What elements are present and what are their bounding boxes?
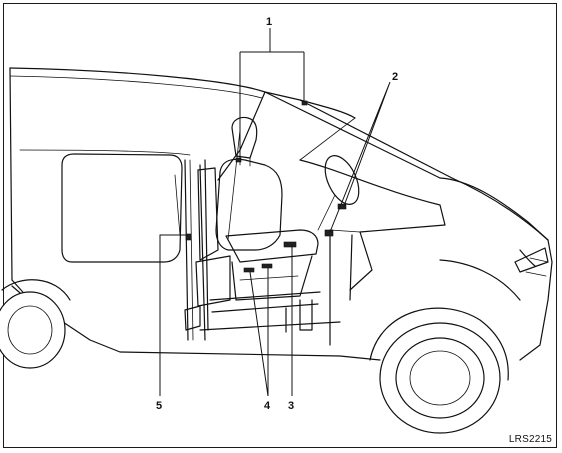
leader-lines	[159, 28, 391, 397]
callout-5: 5	[156, 400, 162, 412]
callout-4: 4	[264, 400, 271, 412]
pretensioner-right	[261, 263, 273, 269]
side-sensor	[185, 233, 192, 241]
driver-airbag-module	[337, 203, 347, 210]
control-unit	[283, 241, 297, 248]
figure-code: LRS2215	[508, 434, 552, 445]
dash-airbag-module	[324, 229, 334, 237]
callout-1: 1	[266, 16, 272, 28]
pretensioner-left	[243, 267, 255, 273]
interior	[174, 116, 446, 333]
van-body	[9, 67, 553, 361]
front-wheel	[369, 307, 509, 434]
callout-2: 2	[392, 71, 398, 83]
rear-wheel	[0, 279, 71, 369]
components	[185, 100, 347, 273]
callout-3: 3	[288, 400, 294, 412]
curtain-airbag-module-rear	[235, 157, 242, 163]
